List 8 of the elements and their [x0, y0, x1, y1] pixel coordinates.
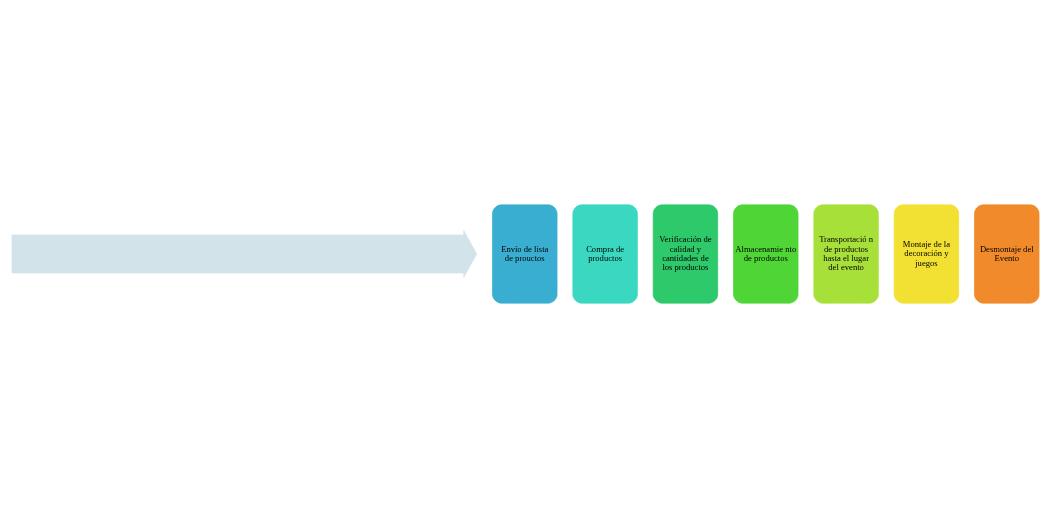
node-box: Envío de lista de prouctos [492, 204, 558, 304]
node-box: Almacenamie nto de productos [733, 204, 799, 304]
node-box: Verificación de calidad y cantidades de los productos [652, 204, 719, 304]
node-box: Compra de productos [572, 204, 638, 304]
node-box: Transportació n de productos hasta el lugar del evento [813, 204, 879, 304]
node-box: Desmontaje del Evento [974, 204, 1040, 304]
node-box: Montaje de la decoración y juegos [893, 204, 960, 304]
node-arrow [11, 230, 478, 278]
